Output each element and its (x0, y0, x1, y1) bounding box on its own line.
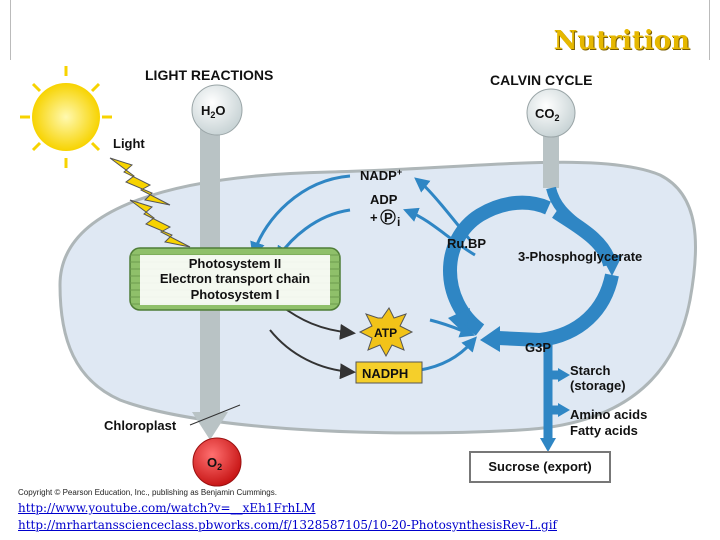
nadph-box (355, 361, 423, 384)
g3p-label: G3P (525, 340, 551, 355)
nadph-label: NADPH (362, 366, 408, 381)
storage-label: (storage) (570, 378, 626, 393)
slide-title: Nutrition (553, 26, 690, 56)
o2-label: O2 (207, 455, 222, 472)
light-reactions-header: LIGHT REACTIONS (145, 67, 273, 83)
svg-text:P: P (384, 210, 393, 225)
o2-bubble (192, 437, 242, 487)
3-phosphoglycerate-label: 3-Phosphoglycerate (518, 249, 642, 264)
thylakoid-stack (129, 247, 341, 311)
cofactor-arrows (250, 174, 477, 372)
h2o-bubble (191, 84, 243, 136)
copyright-notice: Copyright © Pearson Education, Inc., pub… (18, 488, 277, 497)
co2-arrow (543, 128, 559, 188)
sun-icon (20, 66, 112, 168)
svg-text:i: i (397, 215, 400, 229)
h2o-label: H2O (201, 103, 226, 120)
amino-acids-label: Amino acids (570, 407, 647, 422)
starch-label: Starch (570, 363, 611, 378)
co2-bubble (526, 88, 576, 138)
pi-label: + P i (370, 209, 400, 229)
chloroplast-label: Chloroplast (104, 418, 177, 433)
svg-text:+: + (370, 210, 378, 225)
fatty-acids-label: Fatty acids (570, 423, 638, 438)
sucrose-box (469, 451, 611, 483)
calvin-cycle-header: CALVIN CYCLE (490, 72, 592, 88)
pbworks-link[interactable]: http://mrhartansscienceclass.pbworks.com… (18, 518, 557, 532)
co2-join-arrow (546, 186, 589, 234)
youtube-link[interactable]: http://www.youtube.com/watch?v=__xEh1Frh… (18, 501, 316, 515)
co2-label: CO2 (535, 106, 560, 123)
slide-frame-right (709, 0, 710, 60)
photosystem-i-label: Photosystem I (191, 287, 280, 302)
electron-transport-chain-label: Electron transport chain (160, 271, 310, 286)
atp-star-icon (358, 307, 414, 358)
rubp-label: Ru.BP (447, 236, 486, 251)
photosystem-ii-label: Photosystem II (189, 256, 281, 271)
light-label: Light (113, 136, 145, 151)
chloroplast-pointer (189, 404, 241, 426)
slide-frame-left (10, 0, 11, 60)
nadp-plus-label: NADP+ (360, 167, 402, 183)
source-links: http://www.youtube.com/watch?v=__xEh1Frh… (18, 500, 557, 534)
atp-label: ATP (374, 326, 397, 340)
sucrose-label: Sucrose (export) (488, 459, 591, 474)
adp-label: ADP (370, 192, 398, 207)
light-bolt-icon (109, 157, 191, 248)
